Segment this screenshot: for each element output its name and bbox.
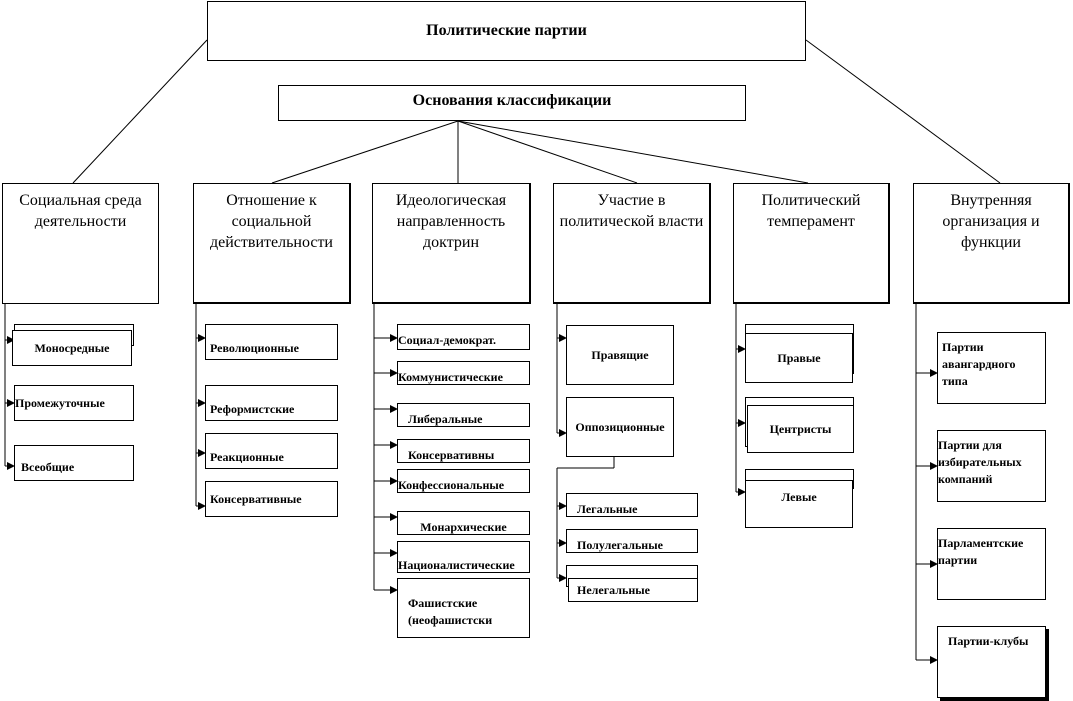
leaf-monosrednye: Моносредные xyxy=(12,330,132,366)
leaf-monarkhicheskie: Монархические xyxy=(397,511,530,535)
leaf-oppozitsionnye: Оппозиционные xyxy=(566,397,674,457)
leaf-polulegalnye: Полулегальные xyxy=(566,529,698,553)
leaf-fashistskie: Фашистские (неофашистски xyxy=(397,578,530,638)
category-internal-organization: Внутренняя организация и функции xyxy=(913,183,1070,304)
leaf-avangardnogo-tipa: Партии авангардного типа xyxy=(937,332,1046,404)
leaf-pravye: Правые xyxy=(745,333,853,383)
leaf-pravyashchie: Правящие xyxy=(566,325,674,385)
leaf-revolyutsionnye: Революционные xyxy=(205,324,338,360)
diagram-title: Политические партии xyxy=(207,1,806,61)
leaf-liberalnye: Либеральные xyxy=(397,403,530,427)
leaf-konservativnye: Консервативные xyxy=(205,481,338,517)
leaf-konservativny: Консервативны xyxy=(397,439,530,463)
leaf-levye: Левые xyxy=(745,480,853,528)
leaf-reaktsionnye: Реакционные xyxy=(205,433,338,469)
leaf-reformistskie: Реформистские xyxy=(205,385,338,421)
category-political-temperament: Политический темперамент xyxy=(733,183,890,304)
diagram-subtitle: Основания классификации xyxy=(278,85,746,121)
category-social-environment: Социальная среда деятельности xyxy=(2,183,159,304)
leaf-konfessionalnye: Конфессиональные xyxy=(397,469,530,493)
leaf-natsionalisticheskie: Националистические xyxy=(397,541,530,573)
leaf-promezhutochnye: Промежуточные xyxy=(14,385,134,421)
leaf-kommunisticheskie: Коммунистические xyxy=(397,361,530,385)
leaf-tsentristy: Центристы xyxy=(747,405,854,453)
category-attitude-to-reality: Отношение к социальной действительности xyxy=(193,183,351,304)
leaf-parlamentskie: Парламентские партии xyxy=(937,528,1046,600)
leaf-partii-kluby: Партии-клубы xyxy=(937,626,1046,698)
category-participation-in-power: Участие в политической власти xyxy=(553,183,711,304)
leaf-vseobshchie: Всеобщие xyxy=(14,445,134,481)
leaf-izbiratelnykh-kompaniy: Партии для избирательных компаний xyxy=(937,430,1046,502)
leaf-sotsial-demokrat: Социал-демократ. xyxy=(397,324,530,350)
leaf-nelegalnye: Нелегальные xyxy=(568,578,698,602)
category-ideological-orientation: Идеологическая направленность доктрин xyxy=(372,183,531,304)
leaf-legalnye: Легальные xyxy=(566,493,698,517)
